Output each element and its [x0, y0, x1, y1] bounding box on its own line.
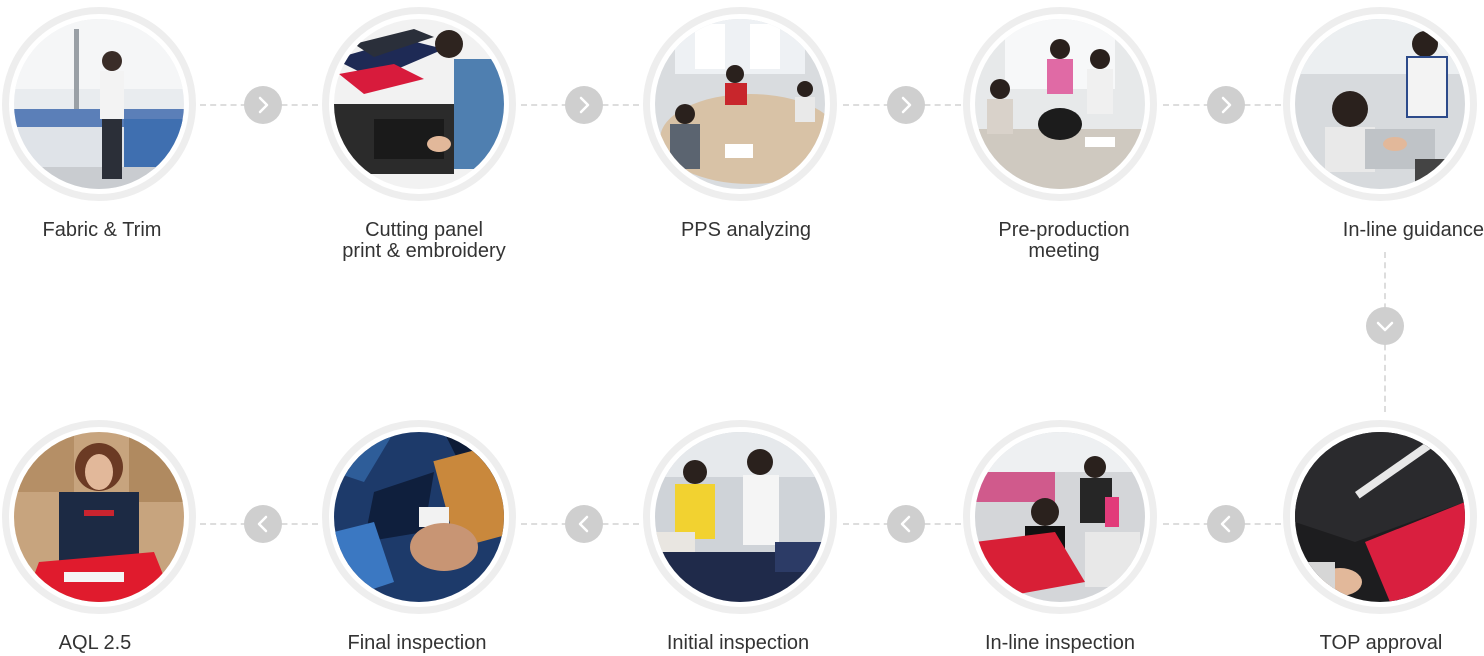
- chevron-left-icon: [257, 515, 268, 533]
- laboratory-icon: [14, 19, 184, 189]
- step-label-line: PPS analyzing: [680, 219, 812, 241]
- chevron-right-icon: [579, 96, 590, 114]
- step-label-line: Initial inspection: [666, 632, 810, 654]
- sewing-guidance-icon: [1295, 19, 1465, 189]
- step-label-cutting-panel: Cutting panel print & embroidery: [304, 220, 544, 262]
- step-label-in-line-guidance: In-line guidance: [1240, 220, 1484, 241]
- next-arrow-7[interactable]: [887, 505, 925, 543]
- step-label-aql: AQL 2.5: [0, 633, 215, 654]
- step-label-line: TOP approval: [1319, 632, 1443, 654]
- inspection-table-icon: [655, 432, 825, 602]
- chevron-right-icon: [901, 96, 912, 114]
- step-pps-analyzing: [643, 7, 837, 201]
- step-label-line: Fabric & Trim: [42, 219, 162, 241]
- meeting-table-icon: [655, 19, 825, 189]
- step-label-line: In-line inspection: [984, 632, 1136, 654]
- step-final-inspection: [322, 420, 516, 614]
- step-label-fabric-trim: Fabric & Trim: [0, 220, 222, 241]
- next-arrow-4[interactable]: [1207, 86, 1245, 124]
- step-label-line: AQL 2.5: [58, 632, 132, 654]
- step-label-top-approval: TOP approval: [1261, 633, 1484, 654]
- step-label-line: In-line guidance: [1342, 219, 1484, 241]
- next-arrow-8[interactable]: [565, 505, 603, 543]
- chevron-right-icon: [1221, 96, 1232, 114]
- chevron-left-icon: [1220, 515, 1231, 533]
- step-top-approval: [1283, 420, 1477, 614]
- sewing-line-icon: [975, 432, 1145, 602]
- step-label-line: meeting: [1028, 240, 1100, 262]
- step-aql: [2, 420, 196, 614]
- fabric-panels-icon: [334, 19, 504, 189]
- step-label-in-line-inspection: In-line inspection: [940, 633, 1180, 654]
- step-fabric-trim: [2, 7, 196, 201]
- step-label-line: print & embroidery: [342, 240, 506, 262]
- next-arrow-3[interactable]: [887, 86, 925, 124]
- step-label-pps-analyzing: PPS analyzing: [626, 220, 866, 241]
- next-arrow-9[interactable]: [244, 505, 282, 543]
- step-label-pre-production-meeting: Pre-production meeting: [944, 220, 1184, 262]
- chevron-down-icon: [1376, 321, 1394, 332]
- step-initial-inspection: [643, 420, 837, 614]
- step-in-line-inspection: [963, 420, 1157, 614]
- step-pre-production-meeting: [963, 7, 1157, 201]
- step-label-final-inspection: Final inspection: [297, 633, 537, 654]
- garment-check-icon: [334, 432, 504, 602]
- step-label-line: Pre-production: [998, 219, 1130, 241]
- next-arrow-2[interactable]: [565, 86, 603, 124]
- chevron-left-icon: [578, 515, 589, 533]
- chevron-left-icon: [900, 515, 911, 533]
- group-meeting-icon: [975, 19, 1145, 189]
- packing-icon: [14, 432, 184, 602]
- next-arrow-5[interactable]: [1366, 307, 1404, 345]
- chevron-right-icon: [258, 96, 269, 114]
- next-arrow-1[interactable]: [244, 86, 282, 124]
- step-label-line: Cutting panel: [365, 219, 483, 241]
- step-label-initial-inspection: Initial inspection: [618, 633, 858, 654]
- next-arrow-6[interactable]: [1207, 505, 1245, 543]
- garment-measure-icon: [1295, 432, 1465, 602]
- step-in-line-guidance: [1283, 7, 1477, 201]
- step-cutting-panel: [322, 7, 516, 201]
- step-label-line: Final inspection: [347, 632, 487, 654]
